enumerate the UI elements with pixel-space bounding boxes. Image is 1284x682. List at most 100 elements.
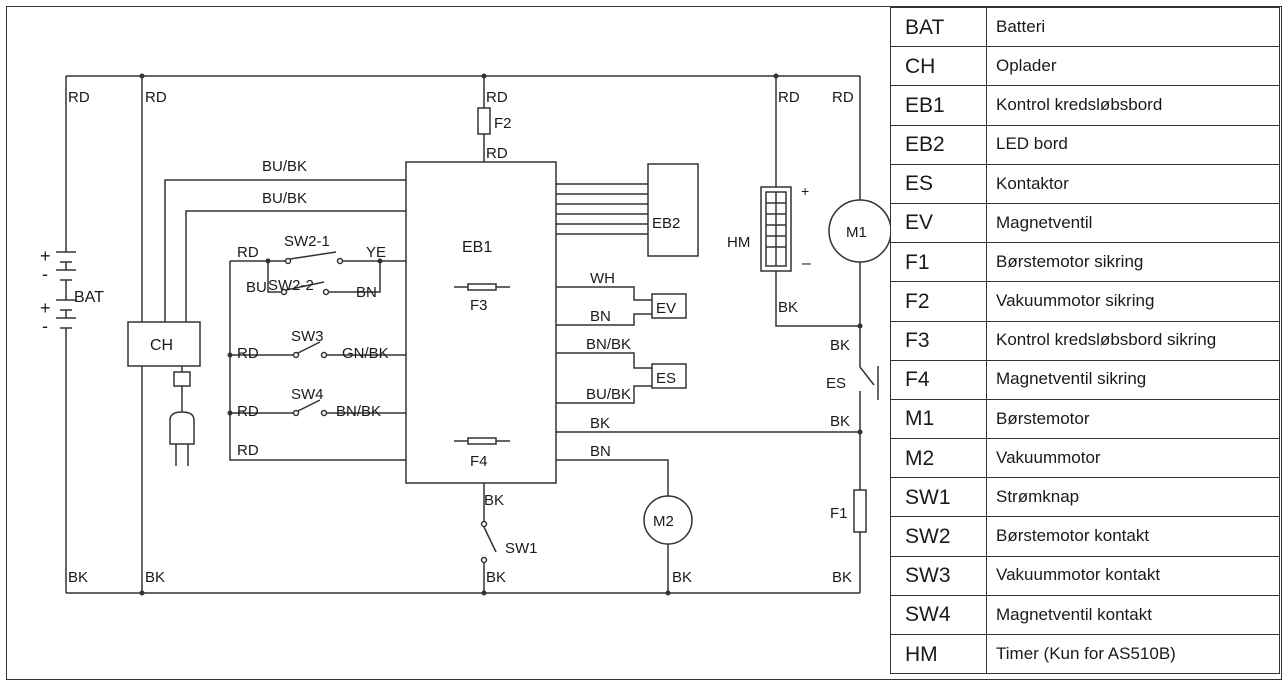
wire-label-bnbk-sw4: BN/BK bbox=[336, 403, 381, 420]
wire-ev-wh bbox=[556, 286, 652, 301]
legend-description: Børstemotor kontakt bbox=[986, 516, 1280, 557]
legend-description: Kontrol kredsløbsbord sikring bbox=[986, 320, 1280, 361]
wire-label-rd-3: RD bbox=[486, 89, 508, 106]
wire-label-bk-5: BK bbox=[832, 569, 852, 586]
hm-timer-symbol bbox=[760, 186, 792, 272]
wire-es-bubk bbox=[556, 385, 652, 404]
wire-label-bn-m2: BN bbox=[590, 443, 611, 460]
wire-ch-bubk-1 bbox=[164, 179, 406, 322]
wire-label-rd-4: RD bbox=[486, 145, 508, 162]
bat-minus-2: - bbox=[42, 316, 48, 336]
bat-plus-2: + bbox=[40, 298, 51, 318]
wire-ev-bn bbox=[556, 313, 652, 326]
wire-es-bnbk bbox=[556, 352, 652, 369]
wire-label-bk-es-top: BK bbox=[830, 337, 850, 354]
legend-code: M1 bbox=[890, 398, 987, 440]
wire-label-rd-2: RD bbox=[145, 89, 167, 106]
wire-label-ye: YE bbox=[366, 244, 386, 261]
hm-plus: + bbox=[801, 183, 809, 199]
legend-description: Børstemotor sikring bbox=[986, 242, 1280, 283]
switch-contacts bbox=[280, 251, 497, 564]
m2-label: M2 bbox=[653, 513, 674, 530]
legend-code: M2 bbox=[890, 438, 987, 479]
wire-label-bn-sw2: BN bbox=[356, 284, 377, 301]
bat-label: BAT bbox=[74, 289, 104, 306]
legend-description: Timer (Kun for AS510B) bbox=[986, 633, 1280, 675]
wire-label-bk-3: BK bbox=[486, 569, 506, 586]
legend-code: F3 bbox=[890, 320, 987, 361]
plug-icon bbox=[169, 411, 195, 466]
wire-label-rd-common: RD bbox=[237, 442, 259, 459]
sw1-label: SW1 bbox=[505, 540, 538, 557]
wire-sw2-ye bbox=[328, 260, 406, 293]
legend-code: BAT bbox=[890, 6, 987, 48]
bat-minus-1: - bbox=[42, 264, 48, 284]
wire-sw-common bbox=[229, 261, 406, 461]
wire-label-rd-sw2: RD bbox=[237, 244, 259, 261]
wire-label-bk-es-bottom: BK bbox=[830, 413, 850, 430]
legend-description: Magnetventil sikring bbox=[986, 359, 1280, 400]
f2-fuse-symbol bbox=[477, 107, 491, 135]
hm-minus: – bbox=[802, 255, 811, 272]
sw22-label: SW2-2 bbox=[268, 277, 314, 294]
wire-sw2-rd bbox=[230, 260, 288, 293]
ev-box bbox=[651, 293, 687, 319]
wire-eb2-bus bbox=[556, 183, 648, 235]
wiring-diagram: + - + - BAT CH EB1 F3 F4 EB2 EV ES HM + … bbox=[40, 73, 890, 596]
bat-plus-1: + bbox=[40, 246, 51, 266]
wire-label-bubk-2: BU/BK bbox=[262, 190, 307, 207]
es-switch-label: ES bbox=[826, 375, 846, 392]
sw21-label: SW2-1 bbox=[284, 233, 330, 250]
f4-label: F4 bbox=[470, 453, 488, 470]
es-contact bbox=[859, 366, 879, 400]
legend-description: Vakuummotor bbox=[986, 438, 1280, 479]
wire-label-bk-hm: BK bbox=[778, 299, 798, 316]
wire-label-gnbk: GN/BK bbox=[342, 345, 389, 362]
es-box bbox=[651, 363, 687, 389]
es-box-label: ES bbox=[656, 370, 676, 387]
charger-box bbox=[127, 321, 201, 367]
wire-label-bu: BU bbox=[246, 279, 267, 296]
legend-code: F1 bbox=[890, 242, 987, 283]
legend-description: Strømknap bbox=[986, 477, 1280, 518]
charger-cord-end bbox=[173, 371, 191, 387]
wire-label-bubk-1: BU/BK bbox=[262, 158, 307, 175]
wire-label-rd-1: RD bbox=[68, 89, 90, 106]
m1-label: M1 bbox=[846, 224, 867, 241]
wire-label-bk-rail: BK bbox=[590, 415, 610, 432]
hm-label: HM bbox=[727, 234, 750, 251]
legend-description: Kontaktor bbox=[986, 163, 1280, 204]
eb2-board bbox=[647, 163, 699, 257]
m2-motor-symbol bbox=[643, 495, 693, 545]
wire-label-rd-5: RD bbox=[778, 89, 800, 106]
battery-symbol bbox=[56, 246, 76, 342]
legend-code: SW2 bbox=[890, 516, 987, 557]
wire-label-rd-6: RD bbox=[832, 89, 854, 106]
legend-code: SW3 bbox=[890, 555, 987, 596]
sw4-label: SW4 bbox=[291, 386, 324, 403]
wire-label-wh: WH bbox=[590, 270, 615, 287]
wire-label-bubk-es: BU/BK bbox=[586, 386, 631, 403]
wire-m2-bn bbox=[556, 459, 669, 496]
wire-label-rd-sw3: RD bbox=[237, 345, 259, 362]
legend-code: F2 bbox=[890, 281, 987, 322]
wire-label-bk-sw1-top: BK bbox=[484, 492, 504, 509]
junction-dots bbox=[139, 73, 863, 596]
legend-description: Vakuummotor kontakt bbox=[986, 555, 1280, 596]
legend-code: SW1 bbox=[890, 477, 987, 518]
legend-description: Magnetventil bbox=[986, 202, 1280, 244]
f1-label: F1 bbox=[830, 505, 848, 522]
